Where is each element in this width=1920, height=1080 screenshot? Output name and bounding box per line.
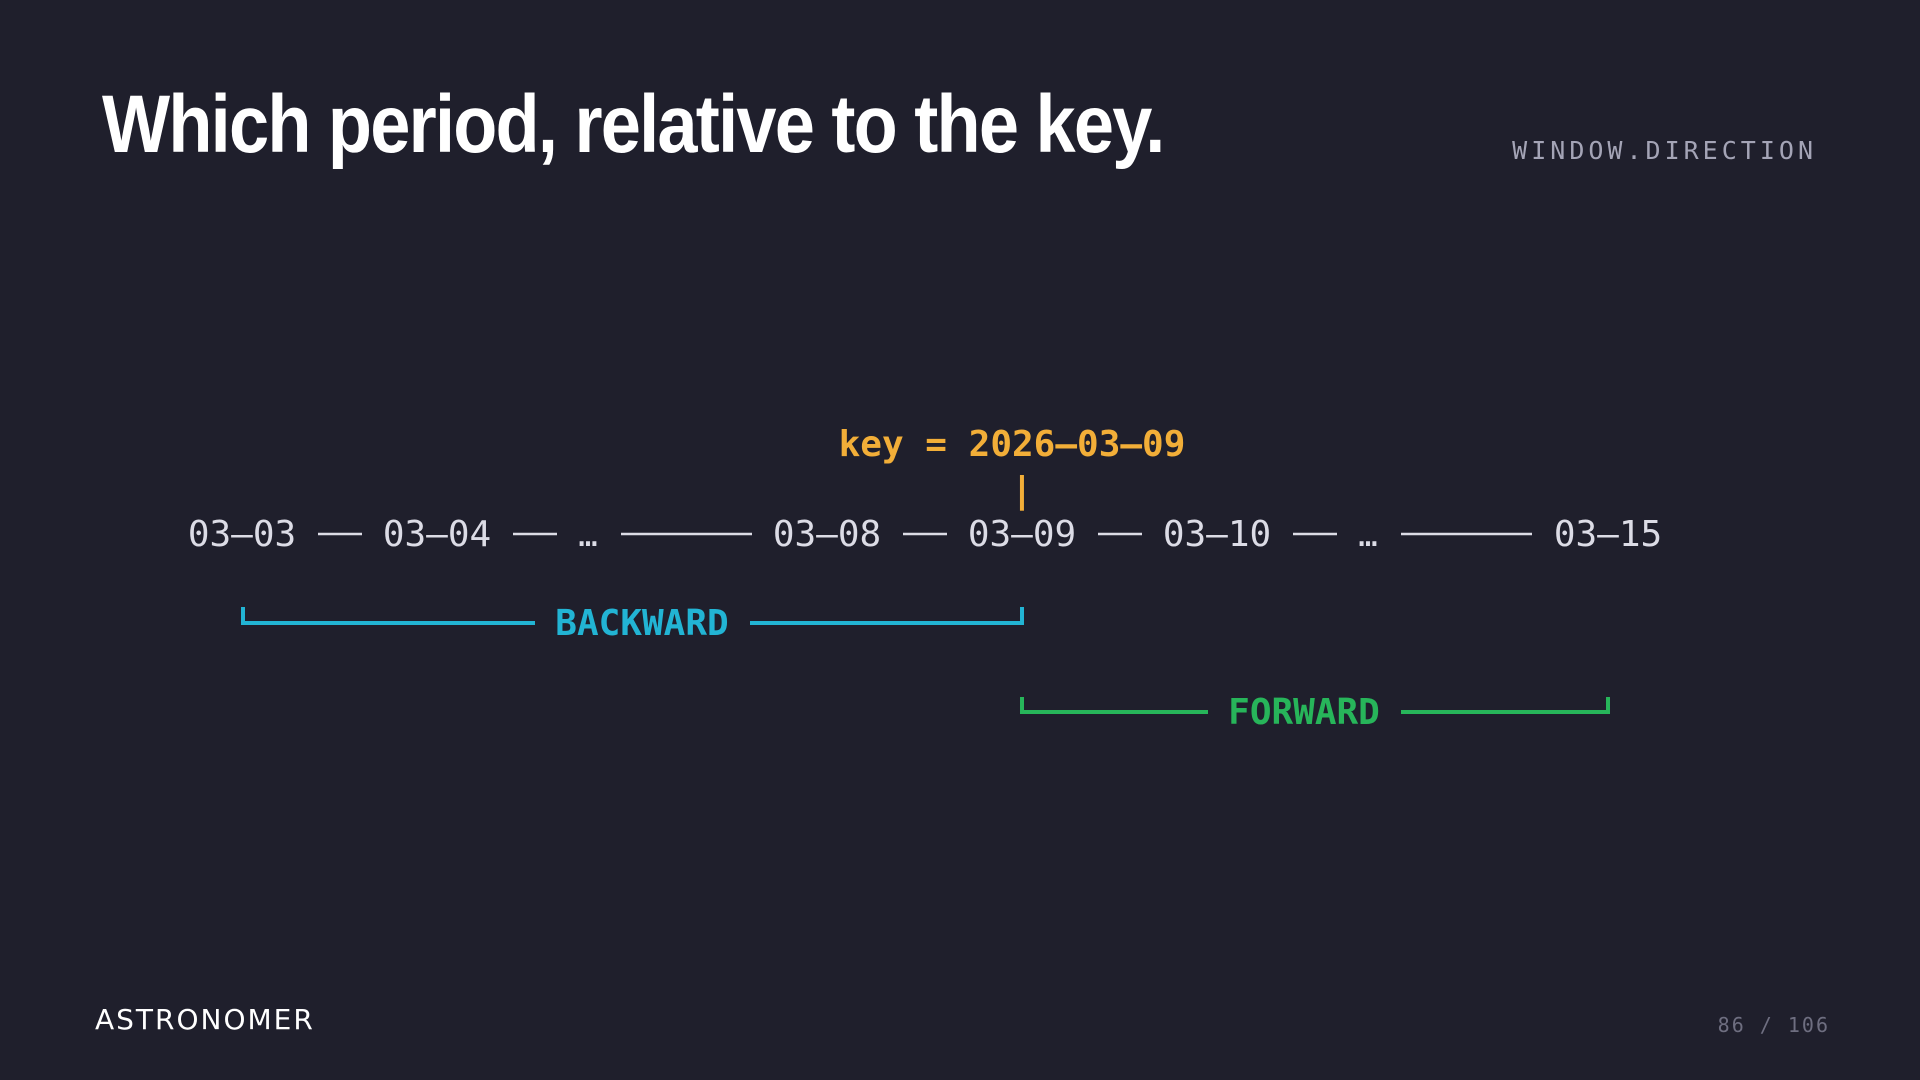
section-tag: WINDOW.DIRECTION — [1512, 136, 1817, 165]
astronomer-logo: ASTRONOMER — [95, 1003, 315, 1036]
backward-label: BACKWARD — [555, 603, 728, 644]
slide-title: Which period, relative to the key. — [102, 79, 1165, 170]
forward-bracket-right — [1401, 697, 1610, 714]
backward-bracket-left — [241, 607, 535, 625]
ellipsis-left: … — [578, 516, 597, 554]
ellipsis-right: … — [1358, 516, 1377, 554]
date-label-03-09: 03–09 — [968, 514, 1076, 555]
date-label-03-08: 03–08 — [773, 514, 881, 555]
backward-bracket-right — [750, 607, 1024, 625]
backward-bracket — [241, 607, 1024, 625]
forward-bracket — [1020, 697, 1610, 714]
forward-bracket-left — [1020, 697, 1208, 714]
date-label-03-04: 03–04 — [383, 514, 491, 555]
key-label: key = 2026–03–09 — [839, 424, 1186, 465]
date-label-03-15: 03–15 — [1554, 514, 1662, 555]
key-marker: | — [1011, 470, 1033, 511]
page-number: 86 / 106 — [1717, 1013, 1830, 1037]
forward-label: FORWARD — [1228, 692, 1380, 733]
date-label-03-03: 03–03 — [188, 514, 296, 555]
date-label-03-10: 03–10 — [1163, 514, 1271, 555]
